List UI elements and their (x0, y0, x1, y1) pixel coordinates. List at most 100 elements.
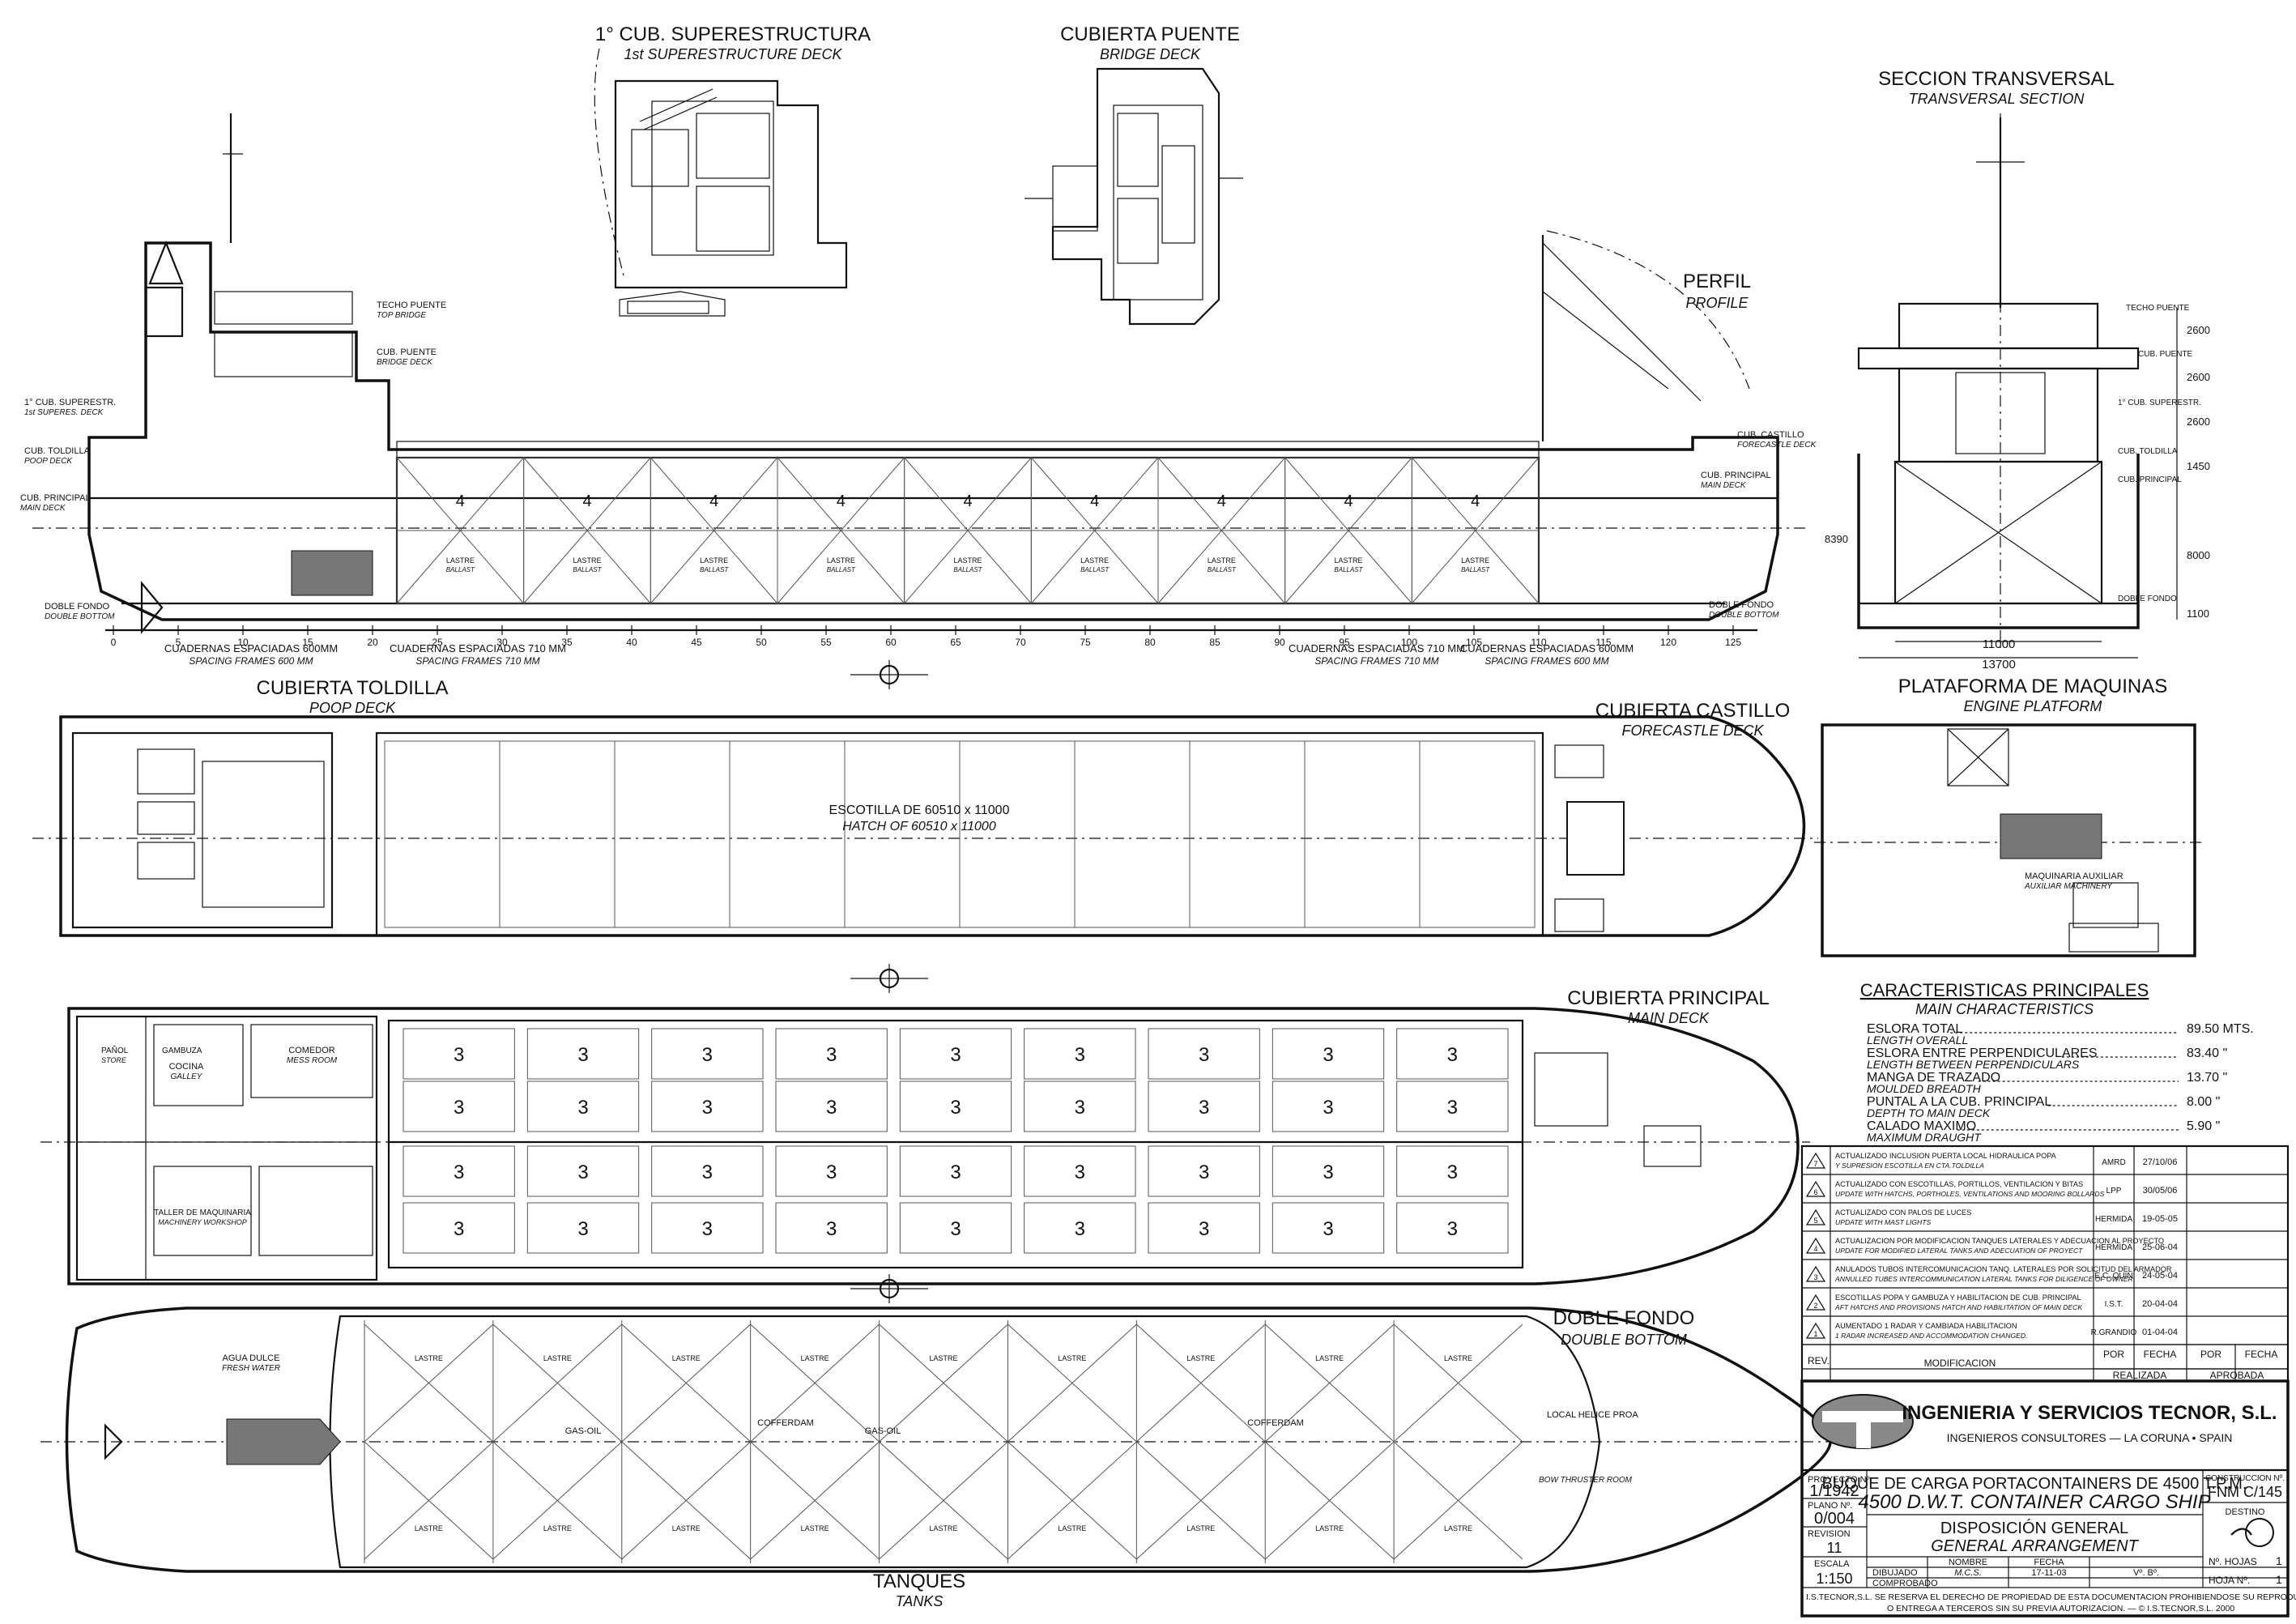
tb-plano: 0/004 (1814, 1510, 1855, 1528)
hatch-panel (1189, 740, 1306, 928)
engine-subtitle: ENGINE PLATFORM (1964, 698, 2102, 714)
hold-number: 4 (837, 492, 846, 510)
frame-label: 100 (1401, 637, 1417, 648)
label-main-deck-fwd: MAIN DECK (1701, 481, 1747, 490)
rev-triangle-icon (1805, 1180, 1826, 1197)
main-hold-number: 3 (1075, 1097, 1085, 1119)
tb-proyecto: 1/1942 (1809, 1482, 1859, 1500)
frame-label: 105 (1466, 637, 1482, 648)
tb-hoja-label: HOJA Nº. (2209, 1575, 2250, 1586)
rev-fecha: 27/10/06 (2143, 1157, 2178, 1167)
rev-por: LPP (2106, 1187, 2122, 1196)
tb-dib-nombre: M.C.S. (1954, 1568, 1982, 1578)
drawing-title-es: DISPOSICIÓN GENERAL (1940, 1519, 2128, 1537)
rev-col-rev: REV. (1808, 1355, 1830, 1366)
frame-label: 30 (496, 637, 508, 648)
container-bay (403, 1202, 515, 1254)
container-bay (403, 1081, 515, 1132)
rev-triangle-icon (1805, 1265, 1826, 1282)
sec-cub-principal: CUB. PRINCIPAL (2118, 475, 2182, 484)
ballast-label-en: BALLAST (1461, 566, 1490, 573)
profile-view: 4LASTREBALLAST4LASTREBALLAST4LASTREBALLA… (20, 113, 1817, 667)
label-doble-fondo-fwd: DOBLE FONDO (1709, 600, 1774, 610)
char-label: PUNTAL A LA CUB. PRINCIPAL (1867, 1095, 2051, 1109)
section-bottom: 1100 (2187, 607, 2209, 620)
rev-triangle-icon (1805, 1237, 1826, 1254)
rev-desc: ANULADOS TUBOS INTERCOMUNICACION TANQ. L… (1835, 1265, 2172, 1273)
rev-fecha: 30/05/06 (2143, 1186, 2178, 1196)
main-hold-number: 3 (1447, 1218, 1458, 1240)
room-gambuza: GAMBUZA (162, 1046, 202, 1055)
sec-doble-fondo: DOBLE FONDO (2118, 595, 2177, 603)
section-h5: 8000 (2187, 549, 2210, 561)
container-bay (526, 1081, 640, 1132)
main-hold-number: 3 (826, 1097, 837, 1119)
rev-aprobada: APROBADA (2210, 1370, 2264, 1381)
tank-local-helice: LOCAL HELICE PROA (1547, 1410, 1638, 1420)
tank-lastre: LASTRE (1444, 1354, 1472, 1362)
bridge-subtitle: BRIDGE DECK (1100, 46, 1201, 62)
tb-escala: 1:150 (1816, 1571, 1852, 1587)
rev-number: 2 (1813, 1302, 1817, 1310)
main-engine (291, 550, 373, 596)
sec-cub-toldilla: CUB. TOLDILLA (2118, 447, 2178, 456)
container-bay (651, 1202, 764, 1254)
forecastle-title: CUBIERTA CASTILLO (1595, 700, 1791, 722)
container-bay (1148, 1202, 1260, 1254)
main-subtitle: MAIN DECK (1628, 1010, 1710, 1026)
frames-710-fwd-en: SPACING FRAMES 710 MM (1314, 655, 1438, 667)
main-hold-number: 3 (826, 1044, 837, 1066)
hatch-panel (729, 740, 846, 928)
hatch-panel (959, 740, 1076, 928)
tb-footer1: I.S.TECNOR,S.L. SE RESERVA EL DERECHO DE… (1806, 1592, 2296, 1602)
container-bay (1148, 1081, 1260, 1132)
main-hold-number: 3 (1075, 1218, 1085, 1240)
tank-cofferdam: COFFERDAM (757, 1418, 814, 1428)
section-h4: 1450 (2187, 460, 2210, 472)
drawing-title-en: GENERAL ARRANGEMENT (1931, 1537, 2139, 1555)
frame-label: 120 (1660, 637, 1676, 648)
main-hold-number: 3 (1199, 1097, 1209, 1119)
rev-por: HERMIDA (2095, 1215, 2132, 1224)
ballast-label-en: BALLAST (827, 566, 856, 573)
hatch-panel (1074, 740, 1191, 928)
destino-logo (2230, 1518, 2274, 1547)
rev-triangle-icon (1805, 1294, 1826, 1311)
company-sub: INGENIEROS CONSULTORES — LA CORUNA • SPA… (1947, 1431, 2233, 1444)
main-hold-number: 3 (1199, 1162, 1209, 1183)
container-bay (1396, 1028, 1509, 1080)
label-bridge-deck: BRIDGE DECK (377, 358, 433, 367)
frame-label: 70 (1015, 637, 1026, 648)
tb-nombre: NOMBRE (1949, 1558, 1987, 1567)
main-hold-number: 3 (454, 1044, 464, 1066)
hold-number: 4 (1471, 492, 1480, 510)
rev-realizada: REALIZADA (2113, 1370, 2167, 1381)
frames-600-fwd: CUADERNAS ESPACIADAS 600MM (1460, 642, 1634, 654)
engine-aux-label-en: AUXILIAR MACHINERY (2024, 882, 2113, 891)
container-bay (651, 1028, 764, 1080)
tank-lastre: LASTRE (1058, 1354, 1086, 1362)
tank-lastre: LASTRE (415, 1524, 443, 1532)
frame-label: 35 (561, 637, 573, 648)
main-hold-number: 3 (577, 1097, 588, 1119)
section-overall: 13700 (1982, 658, 2016, 671)
ship-title-en: 4500 D.W.T. CONTAINER CARGO SHIP (1858, 1491, 2210, 1513)
rev-desc-en: 1 RADAR INCREASED AND ACCOMMODATION CHAN… (1835, 1332, 2027, 1340)
rev-col-por2: POR (2200, 1349, 2221, 1360)
tb-construccion: FNM C/145 (2208, 1484, 2282, 1500)
hatch-panel (499, 740, 616, 928)
container-bay (1024, 1202, 1136, 1254)
superstructure-title: 1° CUB. SUPERESTRUCTURA (595, 23, 871, 45)
container-bay (1272, 1028, 1385, 1080)
label-cub-principal-fwd: CUB. PRINCIPAL (1701, 471, 1771, 480)
room-cocina: COCINA (169, 1062, 204, 1072)
tb-fecha: FECHA (2034, 1558, 2064, 1567)
rev-desc-en: UPDATE WITH MAST LIGHTS (1835, 1218, 1932, 1226)
rev-por: I.S.T. (2105, 1300, 2123, 1309)
rev-por: HERMIDA (2095, 1243, 2132, 1252)
container-bay (1272, 1081, 1385, 1132)
hatch-panel (1419, 740, 1536, 928)
hold-number: 4 (1217, 492, 1226, 510)
